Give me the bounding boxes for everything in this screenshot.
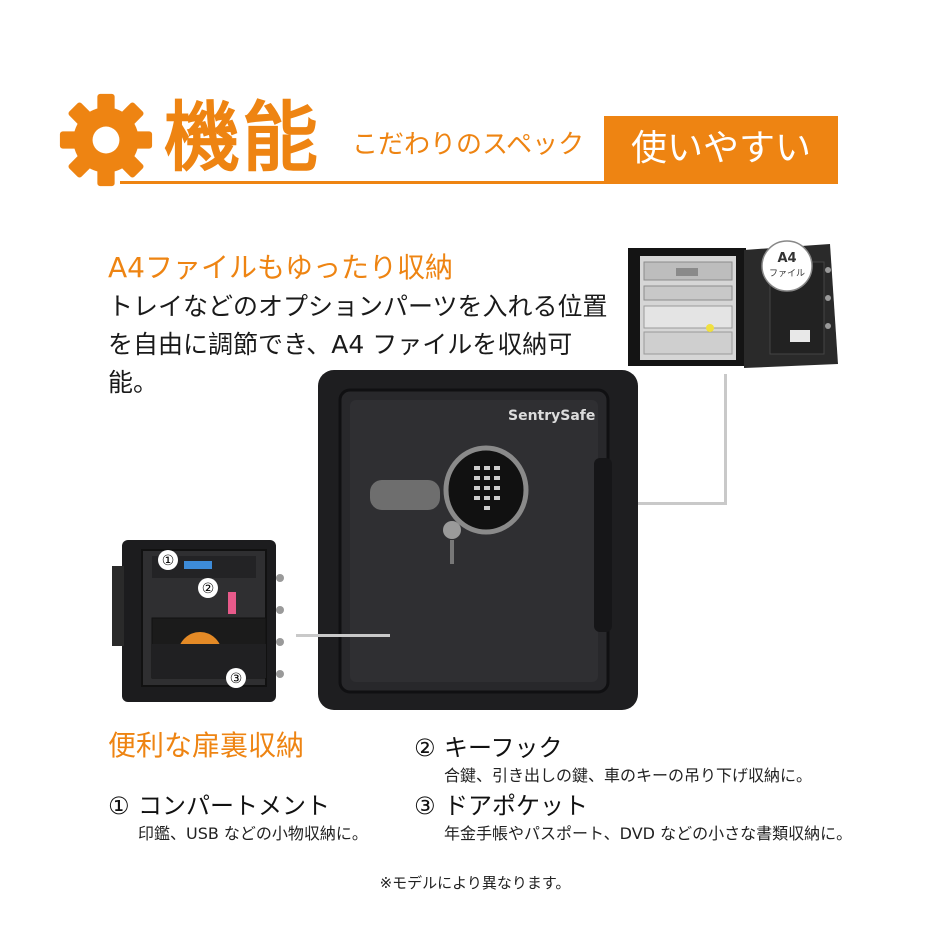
feature-item-key-hook: ② キーフック 合鍵、引き出しの鍵、車のキーの吊り下げ収納に。 <box>414 732 812 788</box>
section1-body-line1: トレイなどのオプションパーツを入れる位置 <box>108 292 608 321</box>
footnote: ※モデルにより異なります。 <box>379 874 571 892</box>
feature-item-compartment: ① コンパートメント 印鑑、USB などの小物収納に。 <box>108 790 368 846</box>
feature-title: ドアポケット <box>444 792 588 820</box>
feature-item-door-pocket: ③ ドアポケット 年金手帳やパスポート、DVD などの小さな書類収納に。 <box>414 790 852 846</box>
feature-desc: 合鍵、引き出しの鍵、車のキーの吊り下げ収納に。 <box>444 766 813 785</box>
door-back-image: ① ② ③ <box>112 540 284 702</box>
safe-main-image: SentrySafe <box>318 370 638 710</box>
section1-body-line2: を自由に調節でき、A4 ファイルを収納可能。 <box>108 330 573 397</box>
a4-badge-line2: ファイル <box>769 269 805 279</box>
feature-title: コンパートメント <box>138 792 330 820</box>
feature-number: ③ <box>414 792 436 820</box>
section2-heading: 便利な扉裏収納 <box>108 729 305 762</box>
leader-line-a4 <box>724 374 727 505</box>
feature-desc: 年金手帳やパスポート、DVD などの小さな書類収納に。 <box>444 824 853 843</box>
feature-title: キーフック <box>444 734 563 762</box>
leader-line-door <box>296 634 390 637</box>
door-marker-3: ③ <box>230 671 243 687</box>
page-subtitle: こだわりのスペック <box>352 130 585 160</box>
section1-body: トレイなどのオプションパーツを入れる位置 を自由に調節でき、A4 ファイルを収納… <box>108 288 608 402</box>
brand-logo-text: SentrySafe <box>508 408 595 424</box>
gear-icon <box>59 93 153 187</box>
section1-heading: A4ファイルもゆったり収納 <box>108 251 453 284</box>
door-marker-2: ② <box>202 581 215 597</box>
a4-badge-line1: A4 <box>777 251 796 266</box>
feature-number: ② <box>414 734 436 762</box>
header-rule <box>120 181 838 184</box>
feature-number: ① <box>108 792 130 820</box>
page-title: 機能 <box>164 93 320 182</box>
feature-tag: 使いやすい <box>604 116 838 182</box>
open-safe-image: A4 ファイル <box>628 240 838 368</box>
feature-desc: 印鑑、USB などの小物収納に。 <box>138 824 368 843</box>
door-marker-1: ① <box>162 553 175 569</box>
